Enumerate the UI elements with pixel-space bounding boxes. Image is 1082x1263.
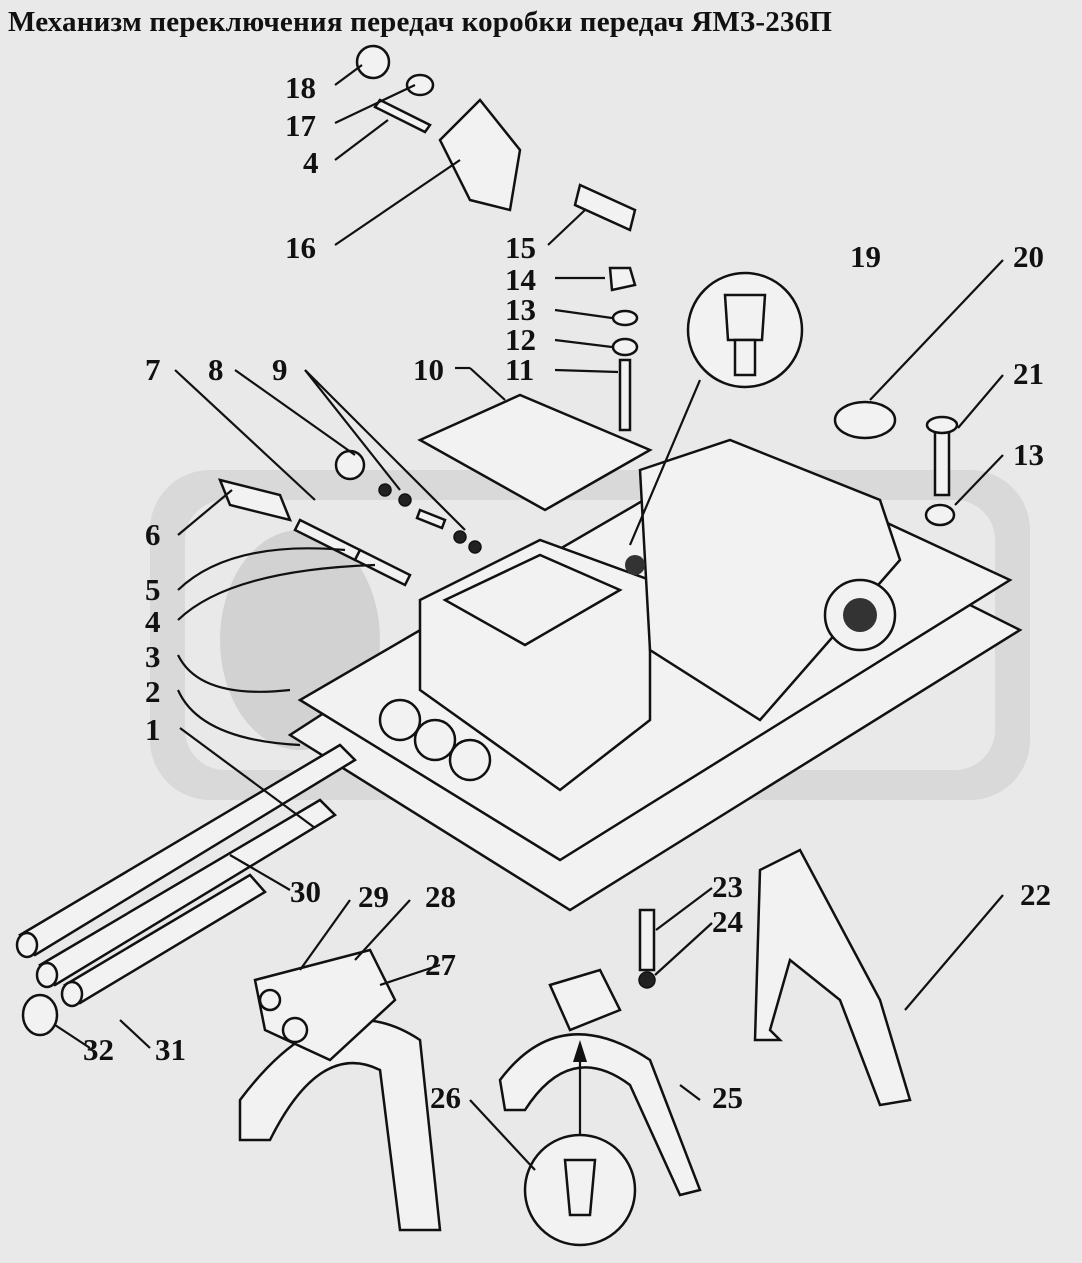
label-28: 28 <box>425 879 456 914</box>
label-30: 30 <box>290 874 321 909</box>
label-6: 6 <box>145 517 161 552</box>
label-2: 2 <box>145 674 161 709</box>
label-32: 32 <box>83 1032 114 1067</box>
label-8: 8 <box>208 352 224 387</box>
label-11: 11 <box>505 352 534 387</box>
label-10: 10 <box>413 352 444 387</box>
label-24: 24 <box>712 904 743 939</box>
label-5: 5 <box>145 572 161 607</box>
label-25: 25 <box>712 1080 743 1115</box>
label-22: 22 <box>1020 877 1051 912</box>
label-23: 23 <box>712 869 743 904</box>
label-14: 14 <box>505 262 536 297</box>
detail-inset-19 <box>628 271 804 546</box>
label-4-left: 4 <box>145 604 161 639</box>
label-20: 20 <box>1013 239 1044 274</box>
part-number-labels: 18 17 4 16 15 14 13 12 11 10 7 8 9 19 20… <box>83 70 1051 1115</box>
leader-lines <box>54 64 1004 1171</box>
label-7: 7 <box>145 352 161 387</box>
label-4-top: 4 <box>303 145 319 180</box>
small-parts-top <box>355 44 639 432</box>
label-9: 9 <box>272 352 288 387</box>
cover-housing <box>287 438 1023 912</box>
label-31: 31 <box>155 1032 186 1067</box>
label-1: 1 <box>145 712 161 747</box>
plugs-right <box>833 400 959 527</box>
plug-part-32 <box>21 993 59 1037</box>
label-26: 26 <box>430 1080 461 1115</box>
label-27: 27 <box>425 947 456 982</box>
label-16: 16 <box>285 230 316 265</box>
label-18: 18 <box>285 70 316 105</box>
label-12: 12 <box>505 322 536 357</box>
label-21: 21 <box>1013 356 1044 391</box>
label-13-right: 13 <box>1013 437 1044 472</box>
label-17: 17 <box>285 108 316 143</box>
shift-rods <box>15 743 358 1008</box>
detail-inset-26 <box>523 1040 637 1247</box>
gasket-part-10 <box>417 393 653 512</box>
diagram-title: Механизм переключения передач коробки пе… <box>8 6 833 38</box>
label-13-center: 13 <box>505 292 536 327</box>
detent-parts-left <box>217 449 482 587</box>
label-3: 3 <box>145 639 161 674</box>
shift-forks <box>238 848 912 1232</box>
label-15: 15 <box>505 230 536 265</box>
label-19: 19 <box>850 239 881 274</box>
label-29: 29 <box>358 879 389 914</box>
